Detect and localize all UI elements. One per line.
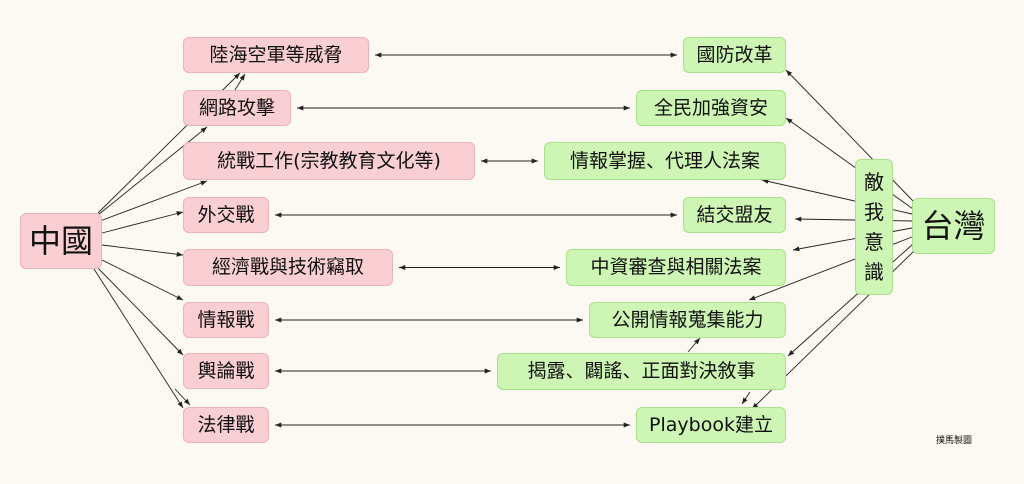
node-enemy-awareness: 敵 我 意 識 [855, 159, 893, 295]
arrow-link [234, 73, 246, 91]
threat-united-front: 統戰工作(宗教教育文化等) [183, 142, 475, 180]
awareness-char: 意 [864, 230, 884, 254]
arrow-taiwan-to-response [794, 216, 913, 222]
response-intel-agent-law: 情報掌握、代理人法案 [544, 142, 786, 180]
threat-diplomatic: 外交戰 [183, 197, 269, 233]
arrow-china-to-threat [97, 126, 208, 216]
threat-economic: 經濟戰與技術竊取 [183, 249, 393, 286]
response-narrative: 揭露、闢謠、正面對決敘事 [497, 353, 786, 390]
arrow-link [741, 391, 751, 405]
response-allies: 結交盟友 [683, 197, 786, 233]
arrow-china-to-threat [101, 244, 184, 257]
response-investment-review: 中資審查與相關法案 [566, 249, 786, 286]
node-china: 中國 [20, 213, 102, 269]
response-playbook: Playbook建立 [636, 407, 786, 443]
awareness-char: 我 [864, 200, 884, 224]
arrow-link [687, 337, 701, 353]
arrow-china-to-threat [99, 180, 208, 222]
threat-public-opinion: 輿論戰 [183, 353, 269, 389]
response-osint: 公開情報蒐集能力 [589, 302, 786, 338]
awareness-char: 敵 [864, 170, 884, 194]
response-cybersecurity: 全民加強資安 [636, 90, 786, 126]
credit-label: 撲馬製圖 [936, 436, 973, 446]
arrow-taiwan-to-response [785, 69, 916, 204]
arrow-china-to-threat [99, 258, 184, 301]
node-taiwan: 台灣 [912, 198, 995, 254]
arrow-taiwan-to-response [785, 117, 914, 210]
arrow-taiwan-to-response [792, 227, 913, 252]
arrow-link [174, 388, 191, 406]
response-defense-reform: 國防改革 [683, 37, 786, 73]
threat-military: 陸海空軍等威脅 [183, 37, 369, 73]
threat-intelligence: 情報戰 [183, 302, 269, 338]
arrow-china-to-threat [95, 265, 184, 356]
arrow-china-to-threat [93, 268, 184, 409]
threat-lawfare: 法律戰 [183, 407, 269, 443]
awareness-char: 識 [864, 260, 884, 284]
threat-cyber: 網路攻擊 [183, 90, 291, 126]
arrow-china-to-threat [101, 211, 184, 234]
